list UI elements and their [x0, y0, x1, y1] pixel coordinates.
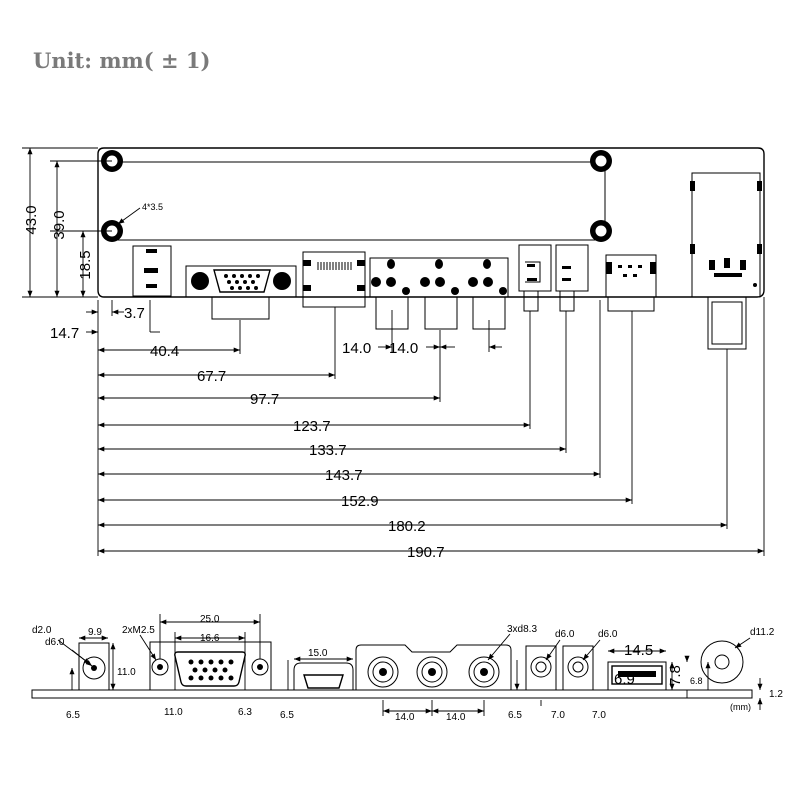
vga-inner: 16.6 [200, 633, 220, 644]
side-view: d2.0 d6.0 9.9 11.0 6.5 2xM2.5 [31, 614, 783, 723]
dim-18-5: 18.5 [77, 250, 94, 279]
board-edge [31, 689, 753, 699]
mounting-holes [101, 150, 612, 242]
hole-note: 4*3.5 [142, 202, 163, 212]
pj-body: d6.0 [45, 637, 65, 648]
dim-123-7: 123.7 [293, 418, 331, 435]
dim-143-7: 143.7 [325, 467, 363, 484]
audio1-diameter: d6.0 [555, 629, 575, 640]
dim-40-4: 40.4 [150, 343, 179, 360]
dim-pitch-2: 14.0 [389, 340, 418, 357]
pj-bottom: 6.5 [66, 710, 80, 721]
dim-190-7: 190.7 [407, 544, 445, 561]
vga-side: 2xM2.5 25.0 16.6 11.0 6.3 [122, 614, 272, 718]
usb-height: 7.8 [667, 665, 684, 686]
vga-bottom: 6.3 [238, 707, 252, 718]
round-diameter: d11.2 [750, 627, 775, 638]
audio-jacks-top [518, 244, 589, 312]
power-jack-top [132, 245, 172, 297]
dim-67-7: 67.7 [197, 368, 226, 385]
pj-offset: 9.9 [88, 627, 102, 638]
rca-bottom: 6.5 [508, 710, 522, 721]
pj-pin: d2.0 [32, 625, 52, 636]
board-thickness: 1.2 [769, 689, 783, 700]
round-height: 6.8 [690, 676, 703, 686]
rca-pitch-1: 14.0 [395, 712, 415, 723]
dim-43: 43.0 [23, 205, 40, 234]
hdmi-bottom: 6.5 [280, 710, 294, 721]
hdmi-side: 15.0 6.5 [280, 648, 354, 721]
dim-14-7: 14.7 [50, 325, 79, 342]
rca-side: 3xd8.3 14.0 14.0 6.5 [355, 624, 537, 723]
rca-block-top [369, 257, 509, 330]
rca-note: 3xd8.3 [507, 624, 537, 635]
dim-3-7: 3.7 [124, 305, 145, 322]
vga-height: 11.0 [164, 707, 183, 718]
usb-inner: 6.9 [614, 671, 635, 688]
vga-screws: 2xM2.5 [122, 625, 155, 636]
hdmi-width: 15.0 [308, 648, 328, 659]
unit-note: (mm) [730, 702, 751, 712]
hdmi-connector-top [302, 251, 366, 308]
board-inner-line [112, 161, 606, 241]
audio-side-2: d6.0 7.0 [562, 629, 618, 721]
dim-133-7: 133.7 [309, 442, 347, 459]
round-connector-side: d11.2 6.8 [690, 627, 775, 690]
usb-connector-top [605, 254, 657, 312]
vga-connector-top [185, 265, 297, 320]
dim-97-7: 97.7 [250, 391, 279, 408]
dim-39: 39.0 [51, 210, 68, 239]
top-view: 4*3.5 [22, 147, 765, 561]
pj-height: 11.0 [117, 667, 136, 678]
round-connector-top [690, 172, 762, 350]
power-jack-side: d2.0 d6.0 9.9 11.0 6.5 [32, 625, 136, 721]
dim-180-2: 180.2 [388, 518, 426, 535]
audio2-diameter: d6.0 [598, 629, 618, 640]
usb-width: 14.5 [624, 642, 653, 659]
dim-152-9: 152.9 [341, 493, 379, 510]
audio-side-1: d6.0 7.0 [525, 629, 575, 721]
unit-title: Unit: mm( ± 1) [33, 48, 211, 73]
usb-side: 14.5 6.9 7.8 [607, 642, 690, 698]
vga-pitch: 25.0 [200, 614, 220, 625]
audio2-bottom: 7.0 [592, 710, 606, 721]
audio1-bottom: 7.0 [551, 710, 565, 721]
rca-pitch-2: 14.0 [446, 712, 466, 723]
dim-pitch-1: 14.0 [342, 340, 371, 357]
